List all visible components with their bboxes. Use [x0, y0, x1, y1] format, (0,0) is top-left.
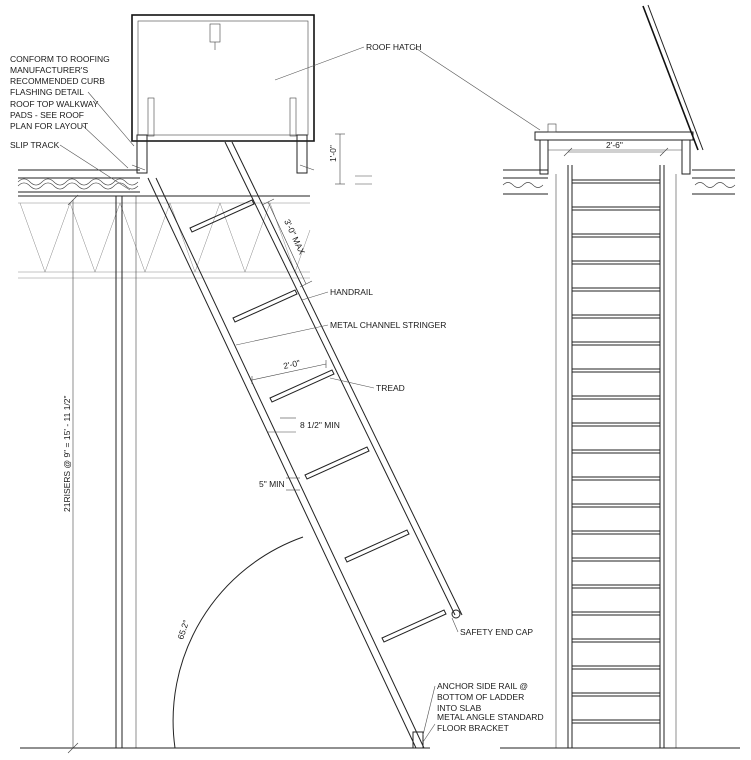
roof-hatch-label: ROOF HATCH	[366, 42, 422, 52]
conform-roofing-line-3: RECOMMENDED CURB	[10, 76, 105, 86]
walkway-pads-line-1: ROOF TOP WALKWAY	[10, 99, 99, 109]
elevation-rung	[571, 503, 661, 508]
angle-text: 65.2°	[175, 619, 191, 641]
floor-bracket-line-2: FLOOR BRACKET	[437, 723, 509, 733]
ladder-tread	[189, 199, 255, 233]
elevation-rung	[571, 476, 661, 481]
ladder-tread	[381, 609, 447, 643]
roof-deck-right	[502, 169, 736, 195]
elevation-rung	[571, 314, 661, 319]
tread-label: TREAD	[376, 383, 405, 393]
elevation-rung	[571, 584, 661, 589]
anchor-rail-line-3: INTO SLAB	[437, 703, 482, 713]
elevation-rung	[571, 233, 661, 238]
ladder-annotations: ROOF HATCH HANDRAIL METAL CHANNEL STRING…	[235, 42, 544, 743]
roof-hatch-left	[131, 14, 315, 174]
max-spacing-dimension: 3'-0" MAX	[261, 198, 313, 288]
opening-width-dimension: 2'-6"	[563, 140, 669, 157]
elevation-rung	[571, 638, 661, 643]
elevation-rung	[571, 719, 661, 724]
elevation-rung	[571, 611, 661, 616]
risers-text: 21RISERS @ 9" = 15' - 11 1/2"	[62, 395, 72, 512]
left-section-view: 1'-0" 65.2° 21RISERS @ 9" = 15' - 1	[10, 14, 544, 754]
walkway-pads-line-2: PADS - SEE ROOF	[10, 110, 84, 120]
roof-joist-truss	[18, 202, 311, 279]
elevation-rung	[571, 179, 661, 184]
conform-roofing-line-1: CONFORM TO ROOFING	[10, 54, 110, 64]
elevation-rungs	[571, 179, 661, 724]
inclined-ladder	[147, 141, 463, 749]
elevation-rung	[571, 287, 661, 292]
conform-roofing-line-4: FLASHING DETAIL	[10, 87, 84, 97]
ladder-tread	[304, 446, 370, 480]
elevation-rung	[571, 422, 661, 427]
elevation-rung	[571, 341, 661, 346]
elevation-rung	[571, 206, 661, 211]
handrail-label: HANDRAIL	[330, 287, 373, 297]
tread-width-text: 2'-0"	[282, 358, 301, 371]
roof-deck-left	[17, 169, 310, 197]
anchor-rail-line-2: BOTTOM OF LADDER	[437, 692, 524, 702]
anchor-rail-line-1: ANCHOR SIDE RAIL @	[437, 681, 528, 691]
ladder-tread	[344, 529, 410, 563]
floor-bracket	[412, 731, 424, 749]
floor-bracket-line-1: METAL ANGLE STANDARD	[437, 712, 544, 722]
angle-arc: 65.2°	[172, 536, 304, 749]
curb-height-dimension: 1'-0"	[328, 133, 372, 185]
elevation-rung	[571, 530, 661, 535]
left-annotations: CONFORM TO ROOFING MANUFACTURER'S RECOMM…	[10, 54, 135, 191]
hatch-opening-walls	[115, 196, 137, 748]
elevation-rung	[571, 368, 661, 373]
tread-min-text: 8 1/2" MIN	[300, 420, 340, 430]
ladder-treads	[189, 199, 447, 643]
elevation-rung	[571, 557, 661, 562]
ladder-tread	[269, 369, 335, 403]
elevation-rung	[571, 260, 661, 265]
conform-roofing-line-2: MANUFACTURER'S	[10, 65, 88, 75]
curb-height-text: 1'-0"	[328, 145, 338, 162]
max-spacing-text: 3'-0" MAX	[282, 218, 307, 257]
opening-width-text: 2'-6"	[606, 140, 623, 150]
safety-end-cap-label: SAFETY END CAP	[460, 627, 533, 637]
walkway-pads-line-3: PLAN FOR LAYOUT	[10, 121, 88, 131]
elevation-rung	[571, 395, 661, 400]
nosing-min-dimension: 5" MIN	[259, 477, 300, 491]
stringer-label: METAL CHANNEL STRINGER	[330, 320, 446, 330]
slip-track-label: SLIP TRACK	[10, 140, 60, 150]
nosing-min-text: 5" MIN	[259, 479, 285, 489]
elevation-rung	[571, 692, 661, 697]
tread-width-dimension: 2'-0"	[251, 358, 327, 384]
risers-dimension: 21RISERS @ 9" = 15' - 11 1/2"	[62, 194, 79, 754]
right-elevation-view: 2'-6"	[500, 4, 740, 749]
elevation-ladder	[567, 165, 665, 748]
tread-min-dimension: 8 1/2" MIN	[268, 417, 340, 433]
elevation-rung	[571, 665, 661, 670]
elevation-rung	[571, 449, 661, 454]
roof-hatch-right	[534, 4, 704, 175]
ladder-tread	[232, 289, 298, 323]
